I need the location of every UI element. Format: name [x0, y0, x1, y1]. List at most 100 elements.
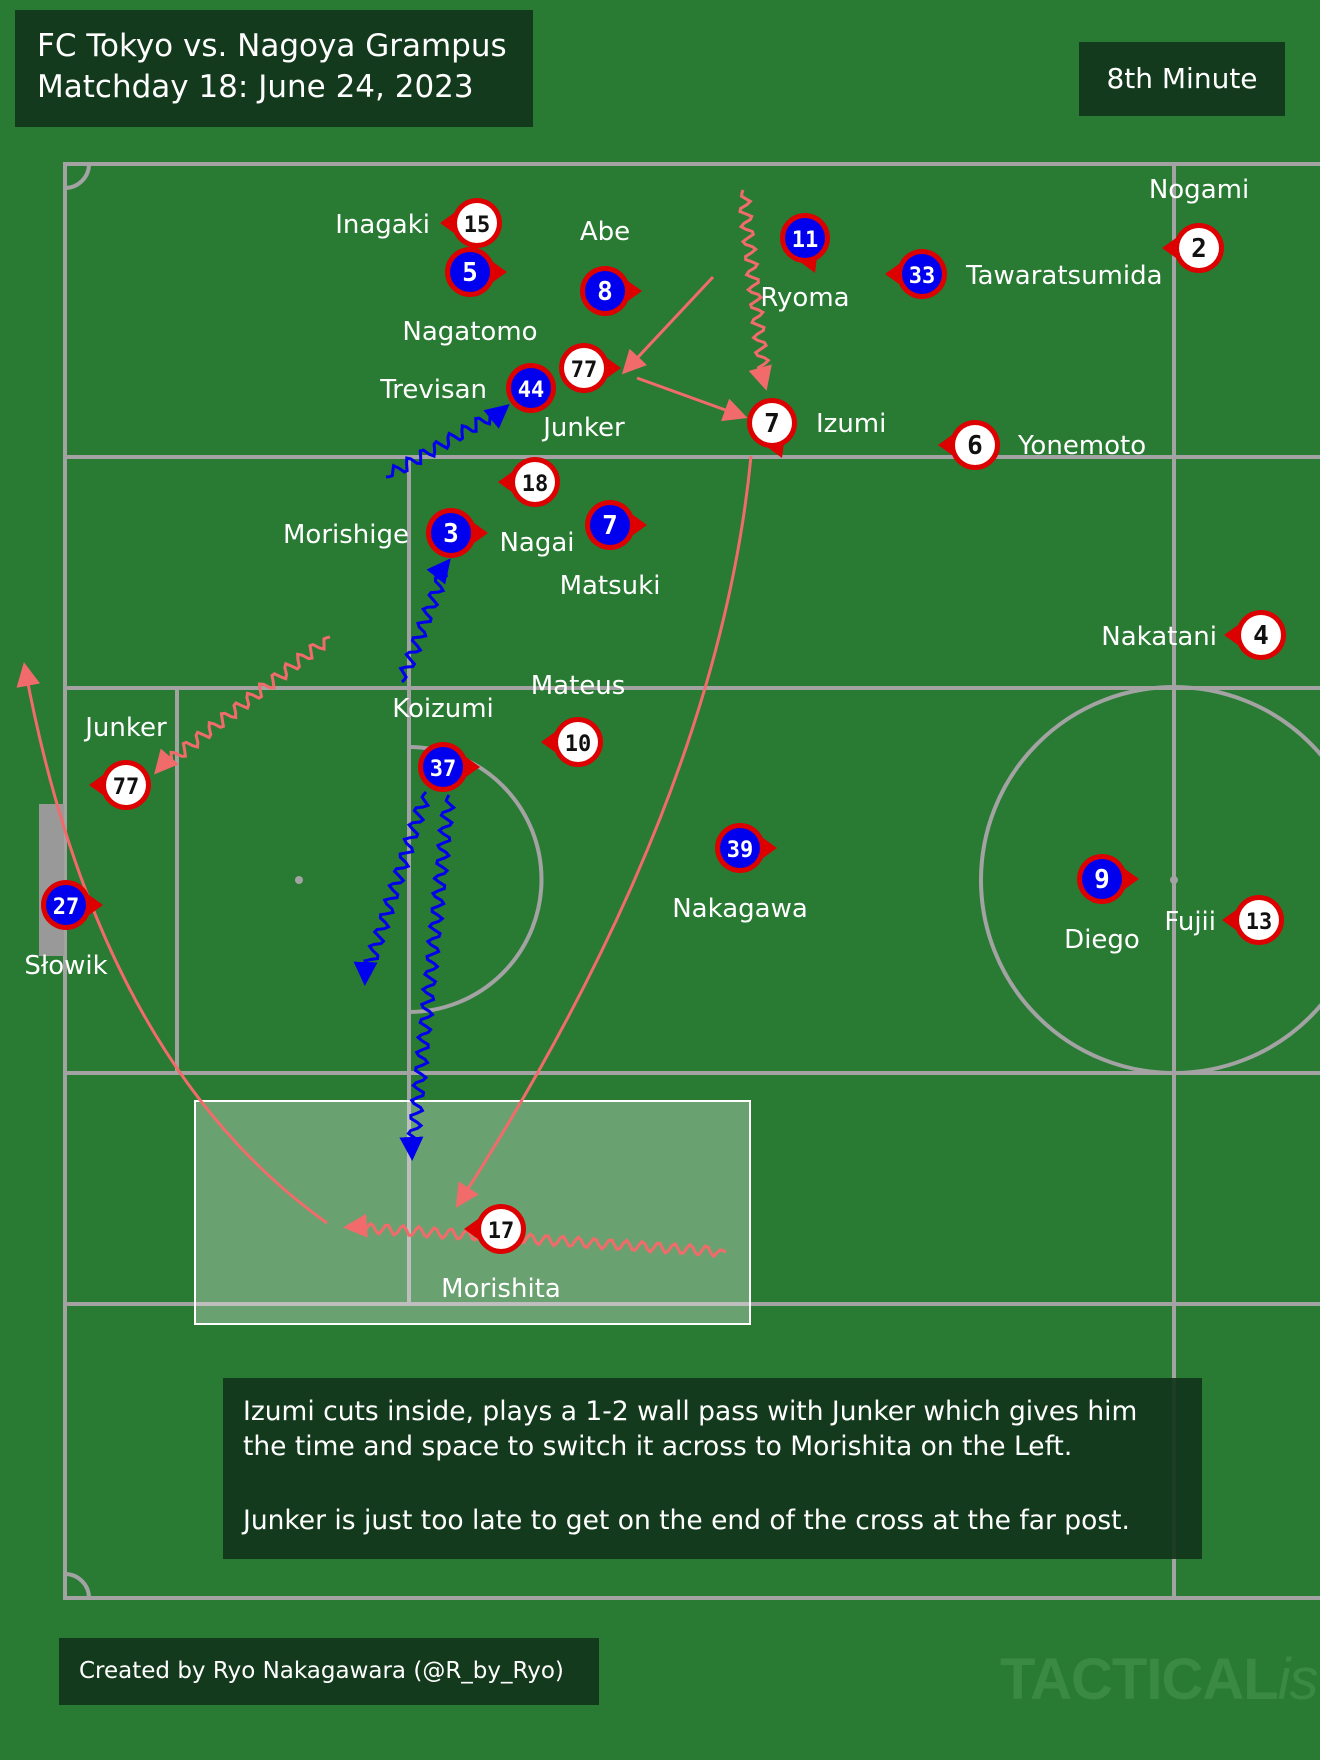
player-name: Tawaratsumida — [965, 261, 1163, 291]
player-number: 3 — [443, 519, 459, 549]
highlight-zone — [194, 1100, 751, 1325]
player-name: Junker — [83, 713, 167, 743]
facing-arrow-icon — [938, 435, 952, 455]
player-disc — [902, 254, 942, 294]
corner-arc-bottom — [64, 1572, 91, 1599]
facing-arrow-icon — [474, 523, 488, 543]
player-name: Nagai — [499, 528, 574, 558]
player-disc — [590, 505, 630, 545]
run-arrow — [154, 635, 331, 775]
title-panel: FC Tokyo vs. Nagoya Grampus Matchday 18:… — [15, 10, 533, 127]
pass-arrow — [455, 455, 753, 1209]
player-name: Izumi — [816, 409, 886, 439]
player-disc — [431, 513, 471, 553]
match-subtitle: Matchday 18: June 24, 2023 — [37, 69, 474, 105]
player-disc — [106, 765, 146, 805]
player-number: 77 — [571, 358, 598, 383]
player-disc — [752, 403, 792, 443]
facing-arrow-icon — [885, 264, 899, 284]
player-number: 6 — [967, 431, 983, 461]
watermark-logo: TACTICALista — [1000, 1647, 1320, 1712]
player-name: Yonemoto — [1017, 431, 1146, 461]
player-disc — [785, 218, 825, 258]
player-number: 39 — [727, 838, 754, 863]
player-name: Trevisan — [379, 375, 487, 405]
facing-arrow-icon — [628, 281, 642, 301]
run-arrow — [385, 404, 510, 479]
run-arrow — [343, 1213, 727, 1259]
facing-arrow-icon — [1125, 869, 1139, 889]
player-disc — [515, 462, 555, 502]
facing-arrow-icon — [464, 1219, 478, 1239]
player-name: Nakatani — [1101, 622, 1217, 652]
facing-arrow-icon — [633, 515, 647, 535]
player-number: 4 — [1253, 621, 1269, 651]
run-arrow — [399, 794, 457, 1161]
player-name: Ryoma — [760, 283, 849, 313]
player-number: 44 — [518, 378, 545, 403]
player-name: Morishita — [441, 1274, 561, 1304]
player-marker: 7 Izumi — [747, 398, 886, 458]
match-title: FC Tokyo vs. Nagoya Grampus — [37, 28, 507, 64]
player-name: Nakagawa — [672, 894, 808, 924]
pass-arrow — [621, 275, 715, 375]
player-disc — [1082, 859, 1122, 899]
player-marker: 4 Nakatani — [1101, 610, 1286, 660]
player-disc — [46, 885, 86, 925]
player-name: Fujii — [1164, 907, 1216, 937]
facing-arrow-icon — [493, 262, 507, 282]
facing-arrow-icon — [1162, 238, 1176, 258]
player-disc — [1179, 228, 1219, 268]
pass-arrow — [636, 376, 748, 422]
facing-arrow-icon — [1224, 625, 1238, 645]
run-arrow — [353, 790, 431, 986]
caption-line: Izumi cuts inside, plays a 1-2 wall pass… — [243, 1396, 1138, 1427]
player-name: Diego — [1064, 925, 1140, 955]
facing-arrow-icon — [89, 895, 103, 915]
player-disc — [558, 722, 598, 762]
player-marker: 77 Junker — [83, 713, 167, 810]
player-name: Nogami — [1149, 175, 1249, 205]
player-name: Koizumi — [392, 694, 494, 724]
player-number: 13 — [1246, 910, 1273, 935]
player-marker: 2 Nogami — [1149, 175, 1249, 273]
player-number: 2 — [1191, 234, 1207, 264]
player-disc — [423, 747, 463, 787]
run-arrow — [738, 189, 772, 391]
player-number: 7 — [764, 409, 780, 439]
player-name: Mateus — [531, 671, 626, 701]
player-number: 15 — [464, 213, 491, 238]
caption-line: Junker is just too late to get on the en… — [243, 1505, 1130, 1536]
facing-arrow-icon — [89, 775, 103, 795]
player-number: 33 — [909, 264, 936, 289]
player-number: 9 — [1094, 865, 1110, 895]
center-spot — [1170, 876, 1178, 884]
credit-panel: Created by Ryo Nakagawara (@R_by_Ryo) — [59, 1638, 599, 1705]
facing-arrow-icon — [541, 732, 555, 752]
player-disc — [481, 1209, 521, 1249]
facing-arrow-icon — [440, 213, 454, 233]
player-number: 8 — [597, 277, 613, 307]
player-number: 18 — [522, 472, 549, 497]
pass-arrow — [16, 662, 328, 1225]
player-number: 27 — [53, 895, 80, 920]
player-number: 77 — [113, 775, 140, 800]
player-name: Matsuki — [560, 571, 661, 601]
goal — [39, 804, 64, 956]
player-name: Junker — [541, 413, 625, 443]
minute-label: 8th Minute — [1106, 62, 1258, 95]
player-disc — [564, 348, 604, 388]
center-circle — [979, 685, 1320, 1075]
